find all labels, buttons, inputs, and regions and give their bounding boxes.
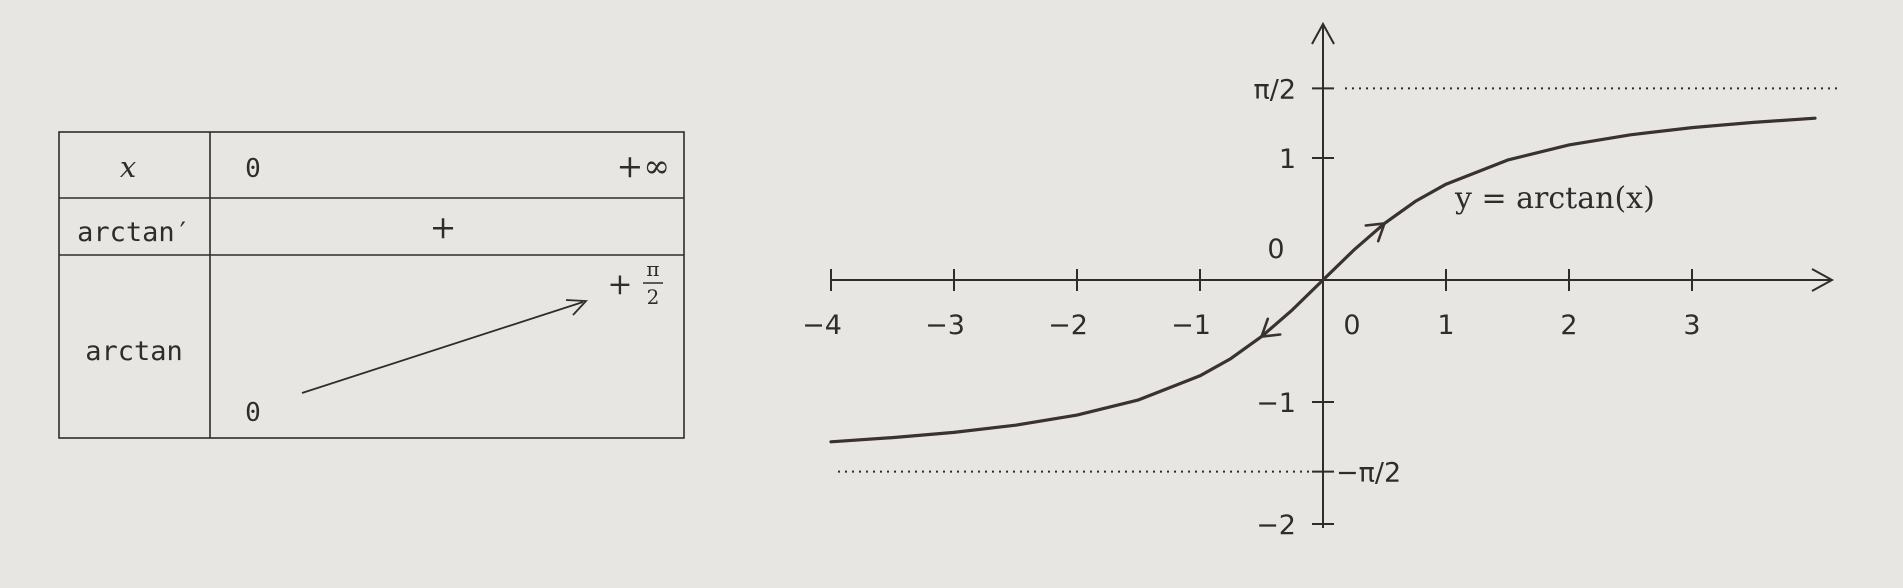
x-tick-label-2: −2 — [1048, 310, 1088, 341]
y-tick-label-0: −2 — [1256, 510, 1296, 541]
table-border — [58, 131, 685, 439]
curve-arrow-lower — [1259, 317, 1282, 339]
table-header-x: x — [120, 150, 136, 184]
increasing-arrow — [301, 301, 584, 394]
table-header-x-end: +∞ — [617, 147, 670, 185]
x-tick-label-1: −3 — [925, 310, 965, 341]
y-axis-arrow — [1311, 21, 1335, 45]
function-label: y = arctan(x) — [1454, 181, 1655, 216]
x-tick-label-origin: 0 — [1343, 310, 1360, 341]
asymptote-upper-label: π/2 — [1253, 74, 1296, 105]
arctan-graph: −4 −3 −2 −1 1 2 3 0 0 −2 −1 1 π/2 −π/2 y = arctan(x) — [802, 21, 1838, 541]
x-tick-label-5: 1 — [1437, 310, 1454, 341]
table-derivative-label: arctan′ — [77, 217, 191, 248]
arctan-curve — [829, 116, 1817, 444]
y-tick-label-2: 1 — [1279, 144, 1296, 175]
variation-table — [58, 131, 685, 439]
curve-arrow-upper — [1364, 221, 1387, 243]
origin-label: 0 — [1267, 234, 1284, 265]
x-axis-arrow — [1811, 268, 1835, 292]
table-function-label: arctan — [85, 336, 183, 367]
x-tick-label-7: 3 — [1683, 310, 1700, 341]
x-tick-label-6: 2 — [1560, 310, 1577, 341]
increasing-arrow-head — [565, 299, 588, 316]
asymptote-lower-label: −π/2 — [1336, 458, 1401, 489]
table-value-end-sign: + — [607, 267, 632, 302]
table-header-x-start: 0 — [245, 154, 261, 184]
x-tick-label-3: −1 — [1171, 310, 1211, 341]
table-value-end-denominator: 2 — [647, 285, 660, 309]
x-tick-label-0: −4 — [802, 310, 842, 341]
table-value-start: 0 — [245, 398, 261, 428]
table-value-end-numerator: π — [646, 257, 659, 281]
table-derivative-sign: + — [430, 208, 457, 246]
y-tick-label-1: −1 — [1256, 388, 1296, 419]
